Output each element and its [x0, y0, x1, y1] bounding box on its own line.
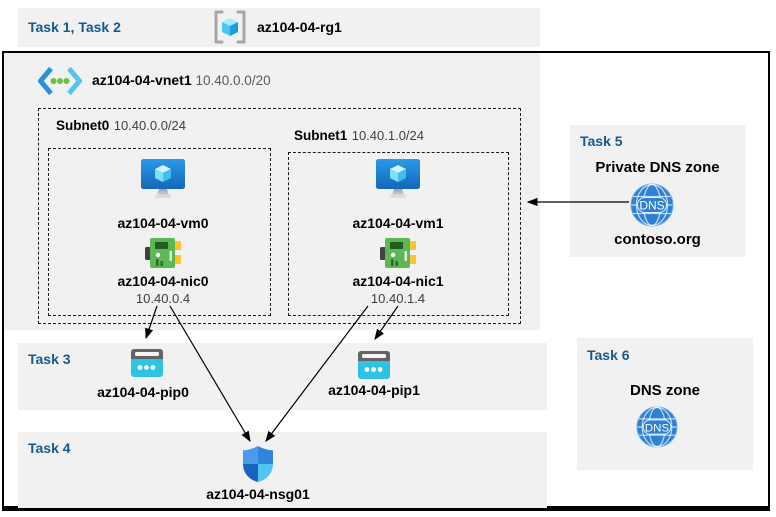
task6-label: Task 6 — [587, 347, 630, 363]
private-dns-zone-name: contoso.org — [614, 231, 701, 248]
private-dns-icon: DNS — [630, 183, 674, 227]
vm1-label: az104-04-vm1 — [352, 215, 444, 231]
task1-2-label: Task 1, Task 2 — [28, 19, 121, 35]
subnet1-box — [288, 152, 509, 316]
task5-box: Task 5 Private DNS zone DNS contoso.org — [570, 125, 745, 257]
task3-label: Task 3 — [28, 351, 71, 367]
nic0-ip: 10.40.0.4 — [135, 291, 191, 306]
task4-label: Task 4 — [28, 440, 71, 456]
dns-zone-icon-text: DNS — [645, 422, 670, 434]
nsg-label: az104-04-nsg01 — [206, 486, 310, 502]
task4-band: Task 4 — [18, 432, 547, 508]
vnet-icon — [38, 66, 82, 96]
nic1-ip: 10.40.1.4 — [370, 291, 426, 306]
nsg-icon — [241, 445, 275, 483]
nic0-label: az104-04-nic0 — [117, 273, 209, 289]
task1-2-band: Task 1, Task 2 az104-04-rg1 — [18, 8, 540, 47]
task5-label: Task 5 — [580, 133, 623, 149]
task6-box: Task 6 DNS zone DNS — [577, 338, 753, 470]
vnet-region — [4, 53, 540, 330]
dns-zone-icon: DNS — [636, 406, 678, 448]
nic1-label: az104-04-nic1 — [352, 273, 444, 289]
pip1-label: az104-04-pip1 — [328, 382, 420, 398]
dns-zone-title: DNS zone — [629, 382, 700, 399]
subnet1-title: Subnet1 10.40.1.0/24 — [294, 127, 424, 145]
private-dns-icon-text: DNS — [639, 199, 664, 213]
subnet0-box — [48, 148, 271, 316]
pip0-icon — [130, 346, 164, 380]
vm0-label: az104-04-vm0 — [117, 215, 209, 231]
subnet0-name: Subnet0 — [56, 118, 110, 133]
subnet0-cidr: 10.40.0.0/24 — [113, 118, 187, 133]
vm1-icon — [375, 158, 421, 200]
outer-frame — [2, 51, 770, 511]
pip0-label: az104-04-pip0 — [97, 384, 189, 400]
resource-group-name: az104-04-rg1 — [257, 19, 342, 35]
vm0-icon — [140, 158, 186, 200]
nic0-icon — [145, 236, 181, 270]
vnet-cidr: 10.40.0.0/20 — [195, 73, 271, 88]
private-dns-zone-title: Private DNS zone — [595, 159, 720, 176]
vnet-title: az104-04-vnet1 10.40.0.0/20 — [92, 72, 271, 88]
pip1-icon — [357, 348, 391, 382]
vnet-name: az104-04-vnet1 — [92, 72, 192, 88]
subnet1-name: Subnet1 — [294, 128, 348, 143]
subnet1-cidr: 10.40.1.0/24 — [351, 128, 425, 143]
subnet0-title: Subnet0 10.40.0.0/24 — [56, 117, 186, 135]
resource-group-icon — [212, 10, 248, 44]
nic1-icon — [380, 236, 416, 270]
